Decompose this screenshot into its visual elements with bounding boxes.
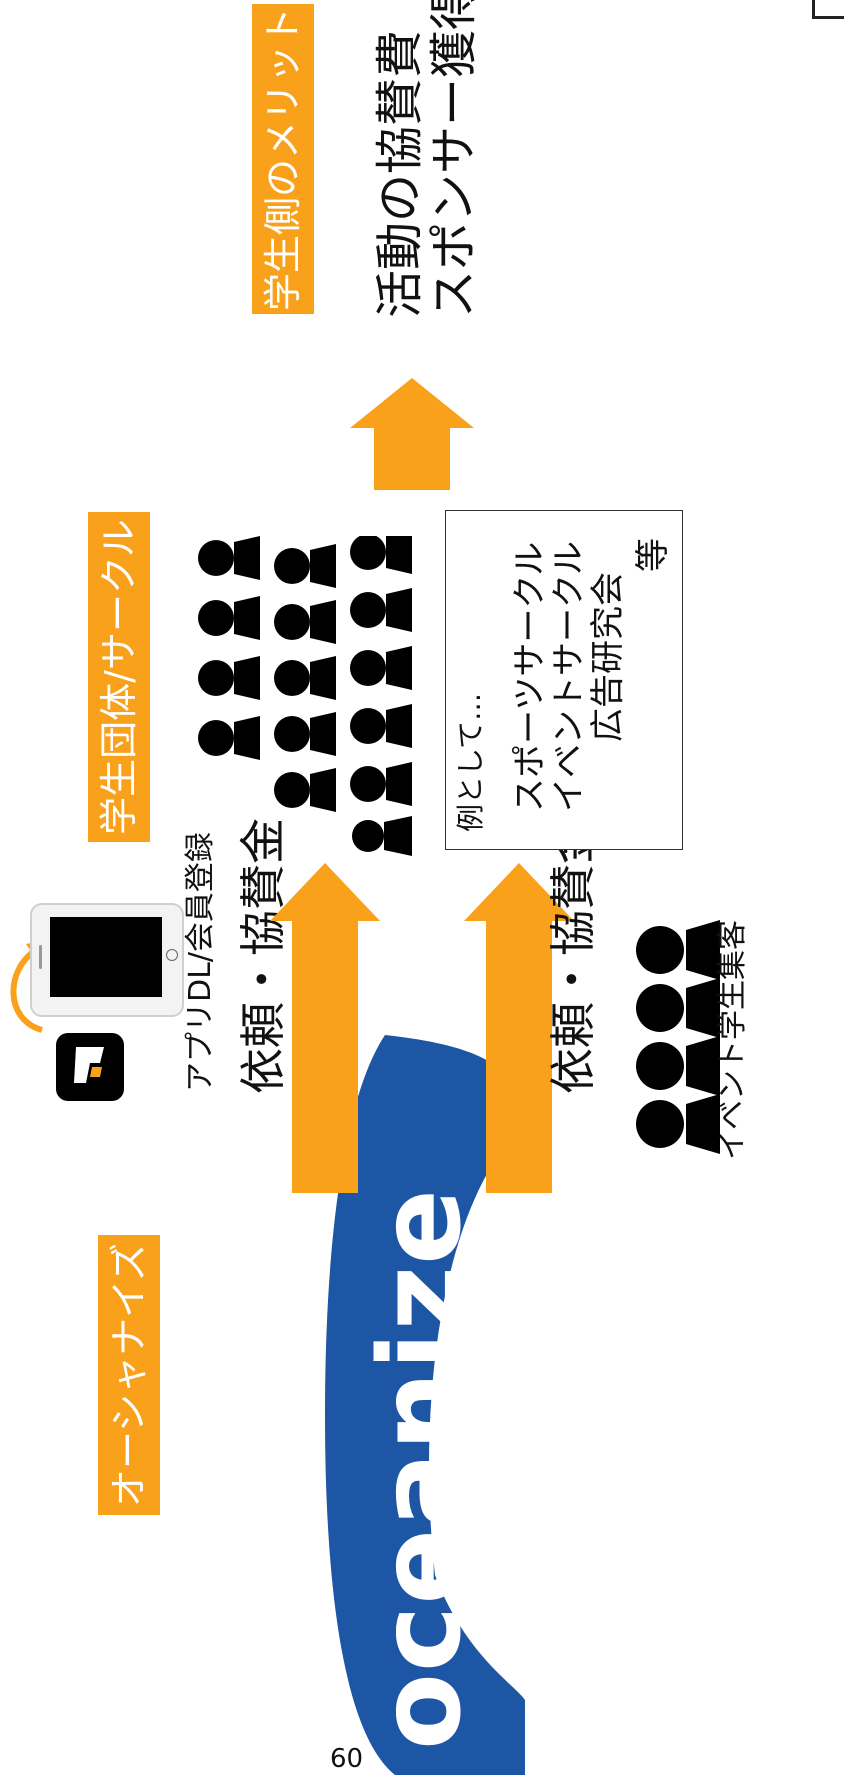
header-student-groups-text: 学生団体/サークル [97, 519, 141, 835]
bottom-up-arrow-icon [464, 863, 574, 1193]
smartphone-screen [50, 917, 162, 997]
header-student-merits: 学生側のメリット [252, 4, 314, 314]
oceanize-logo-shape [325, 1035, 525, 1775]
header-student-groups: 学生団体/サークル [88, 512, 150, 842]
bottom-request-label: 依頼・協賛金 [546, 818, 600, 1094]
page-number: 60 [330, 1744, 364, 1774]
app-icon [56, 1033, 124, 1101]
event-students-caption: イベント学生集客 [715, 920, 750, 1160]
smartphone-icon [30, 903, 184, 1017]
example-item-event: イベントサークル [549, 541, 589, 812]
audience-people-icon [636, 920, 720, 1154]
header-oceanize-text: オーシャナイズ [107, 1242, 151, 1508]
smartphone-home-button [166, 949, 178, 961]
examples-heading: 例として… [454, 692, 487, 832]
top-up-arrow-icon [270, 863, 380, 1193]
app-dl-caption: アプリDL/会員登録 [183, 832, 218, 1092]
example-item-ad-research: 広告研究会 [588, 572, 628, 742]
examples-suffix: 等 [633, 538, 673, 572]
corner-bracket [812, 0, 844, 19]
oceanize-logo-text: oceanize [356, 1187, 486, 1750]
merit-up-arrow-icon [350, 378, 474, 490]
app-icon-glyph [74, 1047, 104, 1083]
student-group-crowd-icon [198, 536, 412, 856]
example-item-sports: スポーツサークル [510, 541, 550, 812]
header-oceanize: オーシャナイズ [98, 1235, 160, 1515]
merit-sponsor-acquisition: スポンサー獲得 [426, 0, 482, 318]
smartphone-speaker [39, 945, 42, 969]
oceanize-logo: oceanize [325, 1035, 525, 1775]
header-student-merits-text: 学生側のメリット [261, 6, 305, 312]
merit-sponsorship-fees: 活動の協賛費 [372, 29, 428, 318]
examples-box [445, 510, 683, 850]
